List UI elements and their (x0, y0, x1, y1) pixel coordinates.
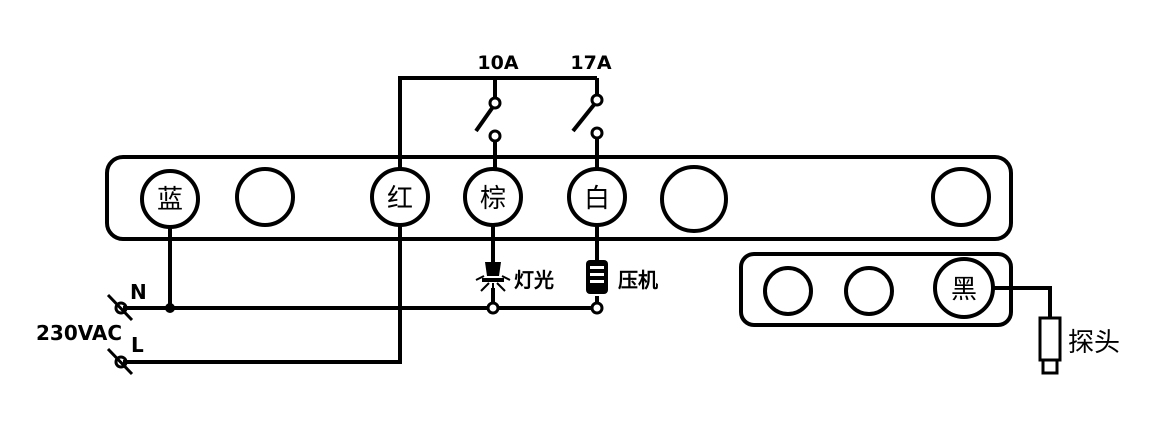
terminal-unused-2 (660, 165, 728, 233)
main-terminal-block (105, 155, 1013, 241)
live-input-icon (106, 347, 134, 376)
terminal-black-label: 黑 (951, 275, 977, 305)
probe-wire (993, 286, 1052, 318)
relay-10a-rating: 10A (477, 52, 518, 74)
neutral-junction-node (165, 303, 175, 313)
relay-17a-rating: 17A (570, 52, 611, 74)
relay-bus-wire (398, 76, 597, 169)
probe-label: 探头 (1068, 328, 1120, 358)
relay-10a-contact-bottom (488, 129, 502, 143)
compressor-label: 压机 (618, 268, 658, 292)
probe-icon (1038, 316, 1062, 375)
neutral-wire (123, 227, 597, 310)
relay-17a-contact-top (590, 93, 604, 107)
neutral-input-icon (106, 293, 134, 322)
relay-10a-contact-top (488, 96, 502, 110)
light-return-node (486, 301, 500, 315)
compressor-return-node (590, 301, 604, 315)
relay-17a-blade (571, 99, 599, 133)
terminal-unused-3 (931, 167, 991, 227)
sensor-terminal-1 (763, 266, 813, 316)
voltage-label: 230VAC (36, 321, 122, 345)
light-label: 灯光 (514, 268, 554, 292)
neutral-label: N (130, 280, 147, 304)
live-label: L (131, 333, 144, 357)
light-bulb-icon (475, 262, 511, 292)
relay-17a-contact-bottom (590, 126, 604, 140)
terminal-white-label: 白 (584, 184, 610, 214)
terminal-brown-label: 棕 (480, 184, 506, 214)
sensor-terminal-2 (844, 266, 894, 316)
terminal-red-label: 红 (387, 184, 413, 214)
compressor-icon (586, 260, 608, 294)
live-wire (123, 225, 402, 364)
terminal-blue-label: 蓝 (157, 185, 183, 215)
terminal-unused-1 (235, 167, 295, 227)
